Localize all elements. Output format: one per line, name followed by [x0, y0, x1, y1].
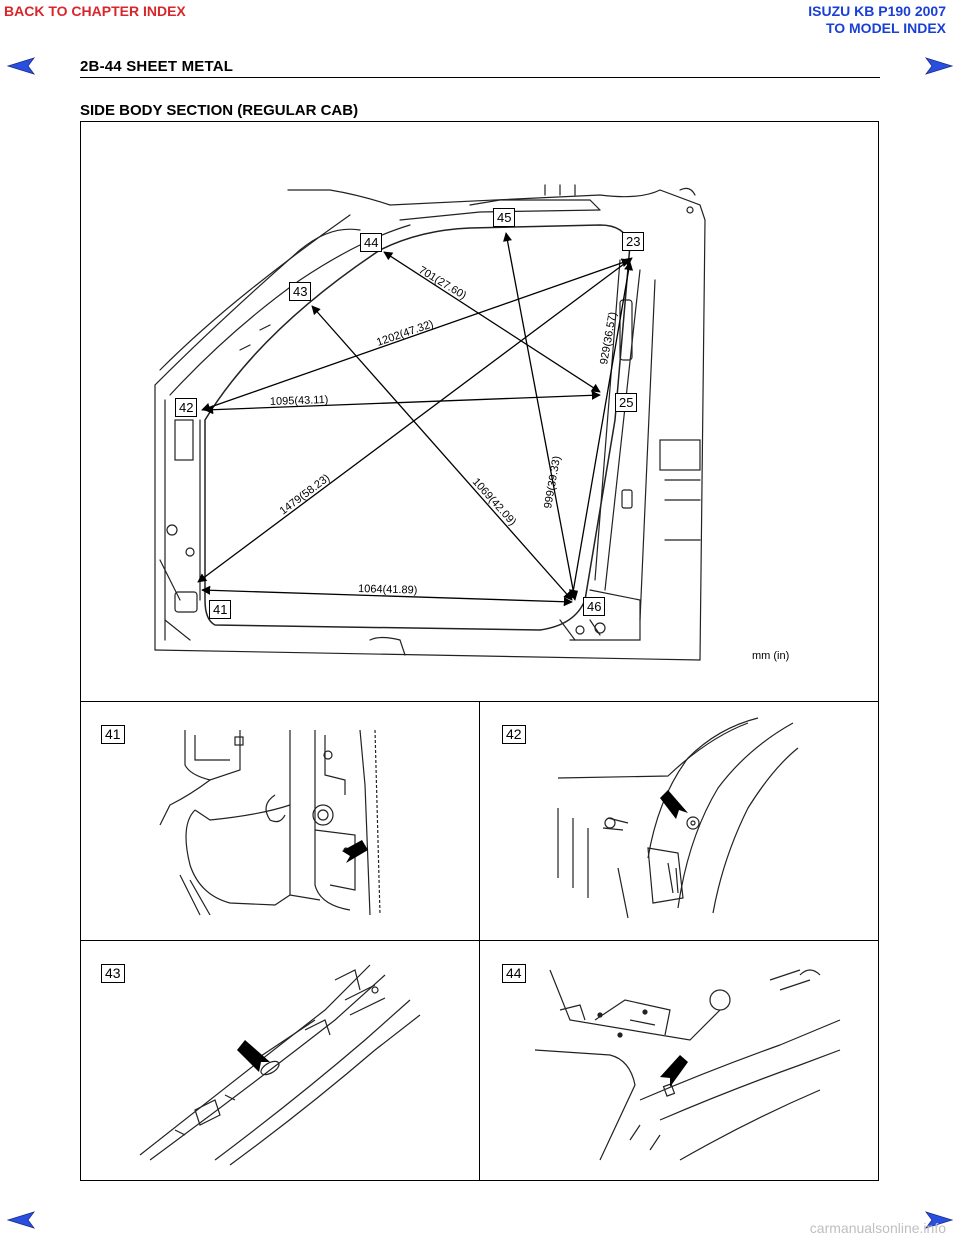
- back-to-chapter-index-link[interactable]: BACK TO CHAPTER INDEX: [4, 3, 186, 19]
- detail-tag-43: 43: [101, 964, 125, 983]
- point-tag-46: 46: [583, 597, 606, 616]
- next-page-bottom-arrow-icon[interactable]: [924, 1211, 954, 1229]
- dim-line-1069: [311, 305, 573, 601]
- prev-page-arrow-icon[interactable]: [6, 57, 36, 75]
- model-title-link[interactable]: ISUZU KB P190 2007: [808, 3, 946, 19]
- point-tag-44: 44: [360, 233, 383, 252]
- point-tag-43: 43: [289, 282, 312, 301]
- detail-tag-41: 41: [101, 725, 125, 744]
- dim-label-701: 701(27.60): [416, 264, 468, 302]
- dim-line-929: [568, 261, 634, 599]
- point-tag-23: 23: [622, 232, 645, 251]
- model-nav: ISUZU KB P190 2007 TO MODEL INDEX: [808, 3, 946, 37]
- page-header: 2B-44 SHEET METAL: [80, 58, 234, 75]
- detail-tag-42: 42: [502, 725, 526, 744]
- dim-line-1064: [201, 585, 573, 607]
- dim-label-1202: 1202(47.32): [375, 318, 435, 349]
- detail-44-drawing: [534, 969, 841, 1161]
- detail-42-drawing: [557, 717, 799, 919]
- point-tag-42: 42: [175, 398, 198, 417]
- dim-label-1095: 1095(43.11): [270, 394, 329, 408]
- detail-41-drawing: [159, 729, 381, 916]
- dim-line-999: [503, 232, 578, 601]
- section-title: SIDE BODY SECTION (REGULAR CAB): [80, 102, 359, 119]
- next-page-arrow-icon[interactable]: [924, 57, 954, 75]
- to-model-index-link[interactable]: TO MODEL INDEX: [825, 20, 946, 36]
- detail-41-pointer-arrow-icon: [342, 840, 368, 863]
- detail-43-drawing: [139, 964, 421, 1166]
- dim-label-1069: 1069(42.09): [470, 476, 519, 528]
- figure-divider-1: [80, 701, 879, 702]
- unit-note: mm (in): [752, 650, 789, 662]
- figure-divider-vertical: [479, 702, 480, 1181]
- detail-42-pointer-arrow-icon: [660, 790, 688, 819]
- point-tag-25: 25: [615, 393, 638, 412]
- detail-44-pointer-arrow-icon: [660, 1055, 688, 1087]
- header-rule: [80, 77, 880, 78]
- dim-line-1479: [197, 257, 633, 583]
- dim-label-929: 929(36.57): [598, 311, 619, 365]
- watermark: carmanualsonline.info: [809, 1220, 946, 1236]
- point-tag-45: 45: [493, 208, 516, 227]
- dim-label-1479: 1479(58.23): [278, 472, 333, 517]
- detail-tag-44: 44: [502, 964, 526, 983]
- detail-43-pointer-arrow-icon: [237, 1040, 270, 1072]
- prev-page-bottom-arrow-icon[interactable]: [6, 1211, 36, 1229]
- dim-label-999: 999(39.33): [542, 455, 563, 509]
- point-tag-41: 41: [209, 600, 232, 619]
- dim-label-1064: 1064(41.89): [358, 583, 418, 597]
